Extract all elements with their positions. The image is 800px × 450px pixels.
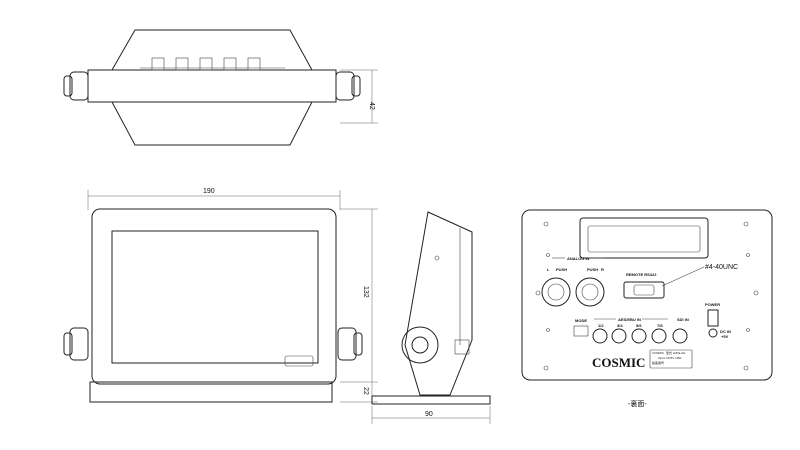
label-dc-in: DC IN bbox=[720, 329, 731, 334]
label-aes-ch: 5/6 bbox=[636, 323, 642, 328]
label-mode: MODE bbox=[575, 318, 587, 323]
label-aes-ch: 3/4 bbox=[617, 323, 623, 328]
top-view: 42 bbox=[63, 29, 378, 146]
mode-dip-switch bbox=[573, 325, 589, 337]
brand-logo: COSMIC bbox=[592, 355, 645, 370]
label-dc-voltage: +5V bbox=[721, 334, 729, 339]
label-r: R bbox=[601, 267, 604, 272]
dim-190: 190 bbox=[203, 188, 215, 195]
front-view: 190 132 22 bbox=[63, 188, 378, 403]
label-aes-ch: 1/2 bbox=[598, 323, 604, 328]
power-switch bbox=[707, 309, 719, 327]
plate-brand: COSMIC bbox=[652, 351, 665, 355]
label-power: POWER bbox=[705, 302, 720, 307]
side-view: 90 bbox=[371, 211, 491, 424]
label-aes-in: AES/EBU IN bbox=[618, 317, 641, 322]
dim-22: 22 bbox=[362, 387, 369, 395]
dim-90: 90 bbox=[425, 411, 433, 418]
xlr-l-connector bbox=[541, 277, 571, 307]
rating-plate bbox=[649, 349, 693, 369]
rs422-connector bbox=[623, 281, 665, 299]
plate-input: Input: DC5V 10W bbox=[658, 356, 682, 360]
label-analog-in: ANALOG IN bbox=[567, 256, 590, 261]
label-push-r: PUSH bbox=[587, 267, 598, 272]
dc-in-jack bbox=[708, 328, 718, 338]
label-aes-ch: 7/8 bbox=[657, 323, 663, 328]
xlr-r-connector bbox=[575, 277, 605, 307]
dim-132: 132 bbox=[362, 286, 369, 298]
rear-view: ANALOG IN L R PUSH PUSH REMOTE RS422 #4-… bbox=[521, 209, 773, 408]
label-l: L bbox=[547, 267, 550, 272]
plate-model: 型式 LM3a-2G bbox=[666, 350, 686, 355]
rear-caption: -裏面- bbox=[628, 399, 647, 408]
label-screw: #4-40UNC bbox=[705, 264, 738, 271]
dim-42: 42 bbox=[368, 102, 375, 110]
plate-serial: 製造番号 bbox=[652, 360, 664, 365]
bnc-connectors bbox=[592, 328, 688, 344]
label-remote: REMOTE RS422 bbox=[626, 272, 657, 277]
label-push-l: PUSH bbox=[556, 267, 567, 272]
label-sdi-in: SDI IN bbox=[677, 317, 689, 322]
